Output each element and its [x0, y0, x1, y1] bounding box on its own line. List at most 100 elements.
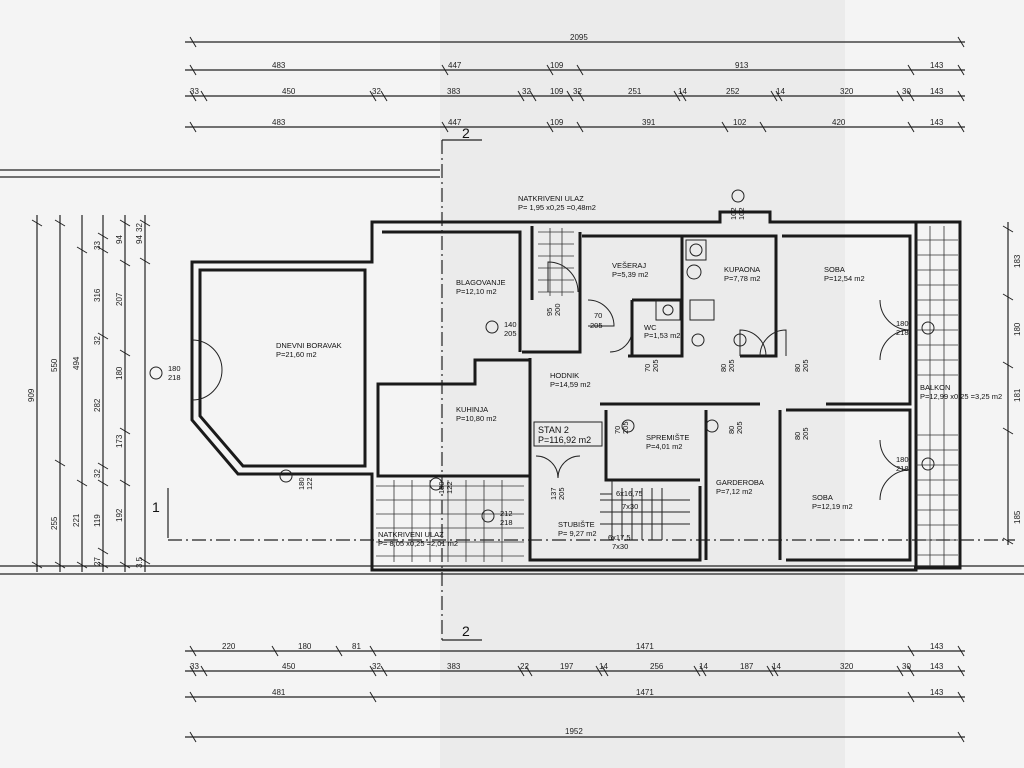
dim-label: 391 — [642, 118, 656, 127]
door-width: 180 — [168, 364, 181, 373]
dim-label: 109 — [550, 87, 564, 96]
stair-label: 6x16,75 — [616, 489, 643, 498]
dim-label: 119 — [93, 514, 102, 527]
dim-label: 33 — [93, 241, 102, 250]
stair-label: 7x30 — [612, 542, 628, 551]
door-height: 218 — [168, 373, 181, 382]
door-swings — [191, 261, 911, 501]
room-soba-1-name: SOBA — [824, 265, 845, 274]
room-kuhinja-name: KUHINJA — [456, 405, 488, 414]
room-garderoba-name: GARDEROBA — [716, 478, 764, 487]
door-height: 102 — [737, 207, 746, 220]
door-height: 218 — [896, 464, 909, 473]
dim-label: 316 — [93, 288, 102, 302]
door-width: 102 — [729, 207, 738, 220]
dim-label: 33 — [190, 87, 199, 96]
balkon-area: P=12,99 x0,25 =3,25 m2 — [920, 392, 1002, 401]
door-width: 80 — [793, 432, 802, 440]
door-height: 200 — [553, 303, 562, 316]
door-width: 95 — [545, 308, 554, 316]
room-kupaona-name: KUPAONA — [724, 265, 760, 274]
room-kupaona-area: P=7,78 m2 — [724, 274, 760, 283]
dim-label: 1952 — [565, 727, 583, 736]
door-height: 205 — [801, 427, 810, 440]
door-height: 218 — [500, 518, 513, 527]
dim-label: 1471 — [636, 642, 654, 651]
door-width: 137 — [549, 487, 558, 500]
door-height: 205 — [651, 359, 660, 372]
dim-label: 251 — [628, 87, 642, 96]
dim-label: 420 — [832, 118, 846, 127]
door-width: 80 — [719, 364, 728, 372]
boundary-lines — [0, 169, 1024, 575]
section-label: 2 — [462, 125, 470, 141]
bathroom-fixtures — [655, 239, 715, 321]
dim-label: 109 — [550, 118, 564, 127]
section-label: 2 — [462, 623, 470, 639]
door-height: 218 — [896, 328, 909, 337]
dim-label: 27 — [93, 557, 102, 566]
dim-label: 256 — [650, 662, 664, 671]
dim-label: 909 — [27, 388, 36, 402]
dim-label: 32 — [93, 336, 102, 345]
dim-label: 197 — [560, 662, 574, 671]
dim-label: 447 — [448, 118, 462, 127]
room-dnevni-boravak-name: DNEVNI BORAVAK — [276, 341, 342, 350]
room-spremiste-name: SPREMIŠTE — [646, 433, 689, 442]
door-height: 205 — [504, 329, 517, 338]
axis-label: 1 — [152, 499, 160, 515]
stair-label: 7x30 — [622, 502, 638, 511]
door-width: 180 — [896, 319, 909, 328]
balkon-name: BALKON — [920, 383, 950, 392]
dim-label: 282 — [93, 398, 102, 412]
stair-label: 6x17,5 — [608, 533, 631, 542]
dim-label: 81 — [352, 642, 361, 651]
natkriveni-ulaz-top-name: NATKRIVENI ULAZ — [518, 194, 584, 203]
dim-label: 383 — [447, 87, 461, 96]
dim-label: 32 — [372, 662, 381, 671]
staircase — [600, 480, 690, 540]
dim-label: 180 — [298, 642, 312, 651]
dim-label: 181 — [1013, 388, 1022, 402]
natkriveni-ulaz-bottom-name: NATKRIVENI ULAZ — [378, 530, 444, 539]
dim-label: 221 — [72, 513, 81, 527]
dim-label: 143 — [930, 118, 944, 127]
dim-label: 192 — [115, 508, 124, 522]
top-dimension-lines: 2095 483 447 109 913 143 33 450 32 383 3… — [185, 33, 965, 133]
room-stubiste-area: P= 9,27 m2 — [558, 529, 597, 538]
dim-label: 32 — [573, 87, 582, 96]
door-width: 140 — [504, 320, 517, 329]
dim-label: 30 — [902, 662, 911, 671]
dim-label: 94 — [115, 235, 124, 244]
dim-label: 450 — [282, 87, 296, 96]
room-veseraj-name: VEŠERAJ — [612, 261, 646, 270]
room-stubiste-name: STUBIŠTE — [558, 520, 595, 529]
dim-label: 494 — [72, 356, 81, 370]
dim-label: 143 — [930, 61, 944, 70]
dim-label: 180 — [1013, 322, 1022, 336]
door-height: 205 — [590, 321, 603, 330]
dim-label: 14 — [599, 662, 608, 671]
dim-label: 220 — [222, 642, 236, 651]
dim-label: 483 — [272, 61, 286, 70]
door-height: 205 — [727, 359, 736, 372]
dim-label: 3.5 — [135, 556, 144, 568]
room-hodnik-area: P=14,59 m2 — [550, 380, 591, 389]
room-soba-1-area: P=12,54 m2 — [824, 274, 865, 283]
door-markers — [149, 189, 935, 523]
dim-label: 252 — [726, 87, 740, 96]
dim-top-total: 2095 — [570, 33, 588, 42]
room-wc-area: P=1,53 m2 — [644, 331, 680, 340]
door-width: 80 — [793, 364, 802, 372]
natkriveni-ulaz-top-area: P= 1,95 x0,25 =0,48m2 — [518, 203, 596, 212]
dim-label: 94 — [135, 235, 144, 244]
dim-label: 383 — [447, 662, 461, 671]
door-height: 205 — [557, 487, 566, 500]
dim-label: 185 — [1013, 510, 1022, 524]
door-width: 180 — [437, 481, 446, 494]
door-width: 212 — [500, 509, 513, 518]
dim-label: 22 — [520, 662, 529, 671]
room-kuhinja-area: P=10,80 m2 — [456, 414, 497, 423]
room-labels: DNEVNI BORAVAK P=21,60 m2 BLAGOVANJE P=1… — [276, 194, 1002, 551]
